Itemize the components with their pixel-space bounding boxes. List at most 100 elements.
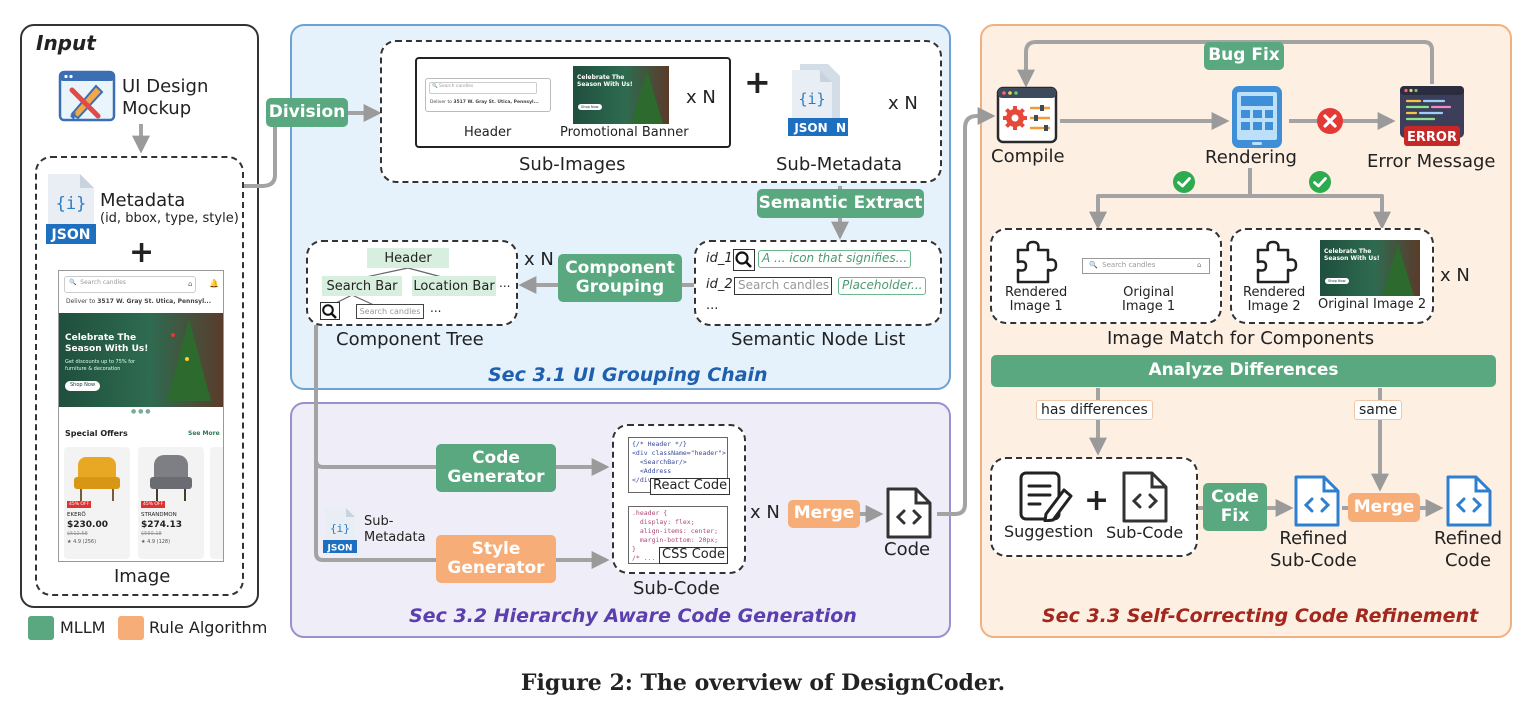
sub-code-label: Sub-Code <box>633 578 720 599</box>
legend-rule-label: Rule Algorithm <box>149 618 268 637</box>
ui-design-mockup-label: UI Design Mockup <box>122 76 209 119</box>
mock-product-1-name: EKERÖ <box>67 512 86 518</box>
sub-metadata-times-n: x N <box>888 93 918 114</box>
node2-desc: Placeholder... <box>838 277 927 295</box>
mock-product-2: 45% OFF STRANDMON $274.13 $560.18 ★ 4.9 … <box>138 447 204 559</box>
suggestion-plus: + <box>1084 483 1110 518</box>
mock-product-2-old: $560.18 <box>141 531 162 537</box>
original-image-1-search: Search candles <box>1102 261 1156 269</box>
sub-images-times-n: x N <box>686 87 716 108</box>
original-image-2-shop: Shop Now <box>1325 278 1349 285</box>
suggestion-icon <box>1019 471 1073 522</box>
node2-text: Search candles <box>734 277 832 295</box>
has-differences-label: has differences <box>1036 400 1153 421</box>
refined-code-icon <box>1446 475 1492 527</box>
error-message-label: Error Message <box>1367 151 1496 172</box>
svg-text:{i}: {i} <box>56 194 87 214</box>
sub-metadata-small-label: Sub- Metadata <box>364 514 426 545</box>
image-match-times-n: x N <box>1440 265 1470 286</box>
node1-id: id_1 <box>706 251 733 266</box>
style-generator-badge: Style Generator <box>436 535 556 583</box>
refined-sub-code-label: Refined Sub-Code <box>1270 528 1357 571</box>
sub-metadata-label: Sub-Metadata <box>776 154 902 175</box>
error-cross-icon <box>1317 108 1343 134</box>
css-code-snippet: .header { display: flex; align-items: ce… <box>632 509 719 562</box>
rendering-icon <box>1232 86 1282 148</box>
semantic-extract-badge: Semantic Extract <box>757 189 924 218</box>
legend-rule-swatch <box>118 616 144 640</box>
header-sub-image-search: Search candles <box>439 84 474 89</box>
mock-deliver: Deliver to <box>66 298 96 305</box>
analyze-differences-badge: Analyze Differences <box>991 355 1496 387</box>
rendered-image-2-label: Rendered Image 2 <box>1243 285 1306 314</box>
original-image-2-title: Celebrate The Season With Us! <box>1324 248 1380 262</box>
mock-product-1-old: $512.58 <box>67 531 88 537</box>
header-sub-image: 🔍 Search candles Deliver to 3517 W. Gray… <box>425 78 551 112</box>
svg-text:JSON: JSON <box>326 544 352 554</box>
tree-dots-2: ... <box>430 301 442 315</box>
compile-icon <box>996 86 1058 144</box>
node1-desc: A ... icon that signifies... <box>758 250 912 268</box>
sub-metadata-small-json-icon: {i} JSON <box>323 508 357 554</box>
promo-sub-image-label: Promotional Banner <box>560 125 689 140</box>
mock-search-text: Search candles <box>80 279 126 286</box>
promo-sub-image: Celebrate The Season With Us! Shop Now <box>573 66 669 124</box>
mock-product-1-rating: 4.9 (256) <box>73 539 97 545</box>
mock-product-2-rating: 4.9 (128) <box>147 539 171 545</box>
component-grouping-badge: Component Grouping <box>558 254 682 302</box>
node1-search-icon <box>733 249 755 271</box>
mock-product-1: 45% OFF EKERÖ $230.00 $512.58 ★ 4.9 (256… <box>64 447 130 559</box>
sub-metadata-json-icon: {i} JSON N <box>788 64 848 136</box>
code-fix-badge: Code Fix <box>1203 483 1267 531</box>
input-mobile-screenshot: 🔍 Search candles ⌂ 🔔 Deliver to 3517 W. … <box>58 270 224 562</box>
tree-search-candles: Search candles <box>356 304 424 319</box>
semantic-node-list-label: Semantic Node List <box>731 329 906 350</box>
code-file-icon <box>886 487 932 539</box>
component-tree-label: Component Tree <box>336 329 484 350</box>
node-list-ellipsis: ... <box>706 298 719 313</box>
bug-fix-badge: Bug Fix <box>1204 42 1284 70</box>
code-generator-badge: Code Generator <box>436 444 556 492</box>
refined-sub-code-icon <box>1294 475 1340 527</box>
sub-code-file-icon <box>1122 471 1168 523</box>
mock-special-offers: Special Offers <box>65 429 128 438</box>
puzzle-icon-1 <box>1016 240 1058 284</box>
mock-discount-2: 45% OFF <box>141 501 166 509</box>
mock-product-2-name: STRANDMON <box>141 512 177 518</box>
legend-mllm-label: MLLM <box>60 618 106 637</box>
mock-shop-now: Shop Now <box>65 381 101 391</box>
node2-id: id_2 <box>706 277 733 292</box>
svg-text:{i}: {i} <box>798 90 825 108</box>
original-image-1-shot: 🔍 Search candles ⌂ <box>1082 258 1210 274</box>
ui-design-mockup-icon <box>58 70 116 122</box>
tree-dots: ... <box>499 276 511 290</box>
metadata-fields: (id, bbox, type, style) <box>100 211 239 226</box>
image-match-label: Image Match for Components <box>1107 328 1375 349</box>
mock-see-more: See More <box>188 430 220 437</box>
tree-node-header: Header <box>367 248 449 268</box>
rendered-image-1-label: Rendered Image 1 <box>1005 285 1068 314</box>
svg-text:JSON: JSON <box>793 121 827 135</box>
image-label: Image <box>114 566 171 587</box>
svg-text:ERROR: ERROR <box>1407 130 1457 145</box>
puzzle-icon-2 <box>1256 240 1298 284</box>
original-image-2-shot: Celebrate The Season With Us! Shop Now <box>1320 240 1420 296</box>
error-message-icon: ERROR <box>1400 86 1464 146</box>
css-code-label: CSS Code <box>659 547 728 564</box>
promo-sub-image-title: Celebrate The Season With Us! <box>577 74 633 88</box>
mock-banner-sub: Get discounts up to 75% for furniture & … <box>65 359 136 372</box>
tree-node-location-bar: Location Bar <box>412 276 496 296</box>
sec31-title: Sec 3.1 UI Grouping Chain <box>488 364 768 386</box>
code-label: Code <box>884 539 931 560</box>
tree-node-search-bar: Search Bar <box>322 276 402 296</box>
react-code-snippet: {/* Header */} <div className="header"> … <box>632 440 726 484</box>
svg-text:JSON: JSON <box>51 227 91 243</box>
legend-mllm-swatch <box>28 616 54 640</box>
mock-product-1-price: $230.00 <box>67 520 108 530</box>
input-plus: + <box>129 235 155 270</box>
json-file-icon: {i} JSON <box>46 174 96 244</box>
check-icon-right <box>1309 171 1331 193</box>
input-title: Input <box>36 31 96 55</box>
header-sub-image-label: Header <box>464 125 512 140</box>
original-image-2-label: Original Image 2 <box>1318 297 1427 312</box>
